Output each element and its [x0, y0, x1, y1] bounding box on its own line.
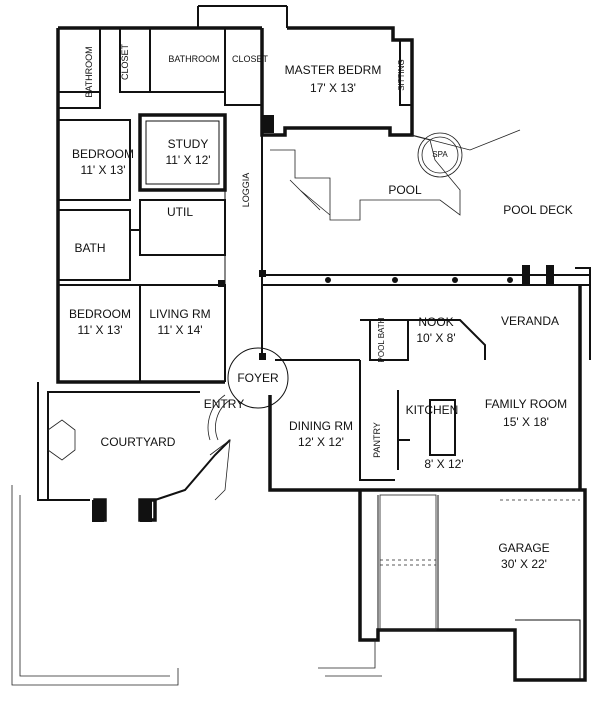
- room-bathroom1-name: BATHROOM: [84, 46, 94, 97]
- room-bedroom1-size: 11' X 13': [80, 163, 125, 177]
- room-entry-name: ENTRY: [204, 397, 244, 411]
- room-pantry-name: PANTRY: [372, 422, 382, 458]
- room-garage-size: 30' X 22': [501, 557, 547, 571]
- room-spa-name: SPA: [432, 150, 448, 159]
- room-bathroom2-name: BATHROOM: [168, 54, 219, 64]
- room-nook-size: 10' X 8': [416, 331, 455, 345]
- room-study-size: 11' X 12': [165, 153, 210, 167]
- entry-arc: [207, 394, 231, 441]
- room-master-size: 17' X 13': [310, 81, 356, 95]
- room-living-size: 11' X 14': [157, 323, 202, 337]
- room-kitchen-name: KITCHEN: [406, 403, 459, 417]
- posts: [92, 115, 554, 522]
- room-dining-name: DINING RM: [289, 419, 353, 433]
- room-foyer-name: FOYER: [237, 371, 279, 385]
- room-nook-name: NOOK: [418, 315, 453, 329]
- room-garage-name: GARAGE: [498, 541, 549, 555]
- room-family-size: 15' X 18': [503, 415, 549, 429]
- room-courtyard-name: COURTYARD: [101, 435, 176, 449]
- room-poolbath-name: POOL BATH: [377, 317, 386, 362]
- spa-tub: [421, 136, 459, 174]
- room-loggia-name: LOGGIA: [241, 173, 251, 208]
- room-dining-size: 12' X 12': [298, 435, 344, 449]
- room-master-name: MASTER BEDRM: [285, 63, 382, 77]
- room-pooldeck-name: POOL DECK: [503, 203, 573, 217]
- room-closet1-name: CLOSET: [120, 43, 130, 80]
- room-bedroom1-name: BEDROOM: [72, 147, 134, 161]
- room-veranda-name: VERANDA: [501, 314, 559, 328]
- room-study-name: STUDY: [168, 137, 209, 151]
- spa-rim: [417, 132, 463, 178]
- labels: MASTER BEDRM 17' X 13' CLOSET CLOSET BAT…: [69, 43, 573, 571]
- room-kitchen-size: 8' X 12': [424, 457, 463, 471]
- walls: [11, 5, 591, 686]
- foyer-rotunda: [227, 347, 289, 409]
- room-closet2-name: CLOSET: [232, 54, 269, 64]
- room-sitting-name: SITTING: [397, 59, 406, 91]
- room-bath-name: BATH: [74, 241, 105, 255]
- room-pool-name: POOL: [388, 183, 422, 197]
- room-living-name: LIVING RM: [149, 307, 210, 321]
- room-util-name: UTIL: [167, 205, 193, 219]
- garage-door: [379, 494, 437, 631]
- room-bedroom2-name: BEDROOM: [69, 307, 131, 321]
- room-family-name: FAMILY ROOM: [485, 397, 567, 411]
- room-bedroom2-size: 11' X 13': [77, 323, 122, 337]
